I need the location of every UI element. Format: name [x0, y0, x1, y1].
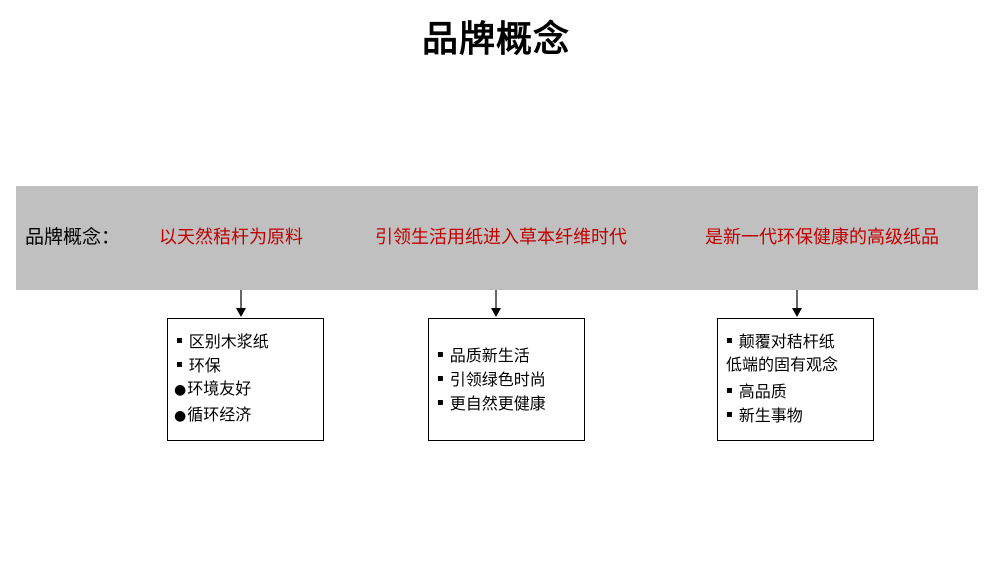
concept-band: 品牌概念： 以天然秸杆为原料 引领生活用纸进入草本纤维时代 是新一代环保健康的高…	[16, 186, 978, 290]
bullet-icon: ▪	[437, 373, 444, 384]
list-item-text: 区别木浆纸	[188, 332, 269, 351]
list-item-text: 循环经济	[187, 405, 252, 424]
list-item-text: 颠覆对秸杆纸	[738, 332, 835, 351]
concept-phrase-herbal-fiber-era: 引领生活用纸进入草本纤维时代	[375, 227, 627, 248]
list-item: ▪ 区别木浆纸	[176, 329, 269, 354]
bullet-icon: ▪	[726, 335, 733, 346]
detail-box-2: ▪ 品质新生活 ▪ 引领绿色时尚 ▪ 更自然更健康	[428, 318, 585, 441]
list-item: ▪ 新生事物	[726, 403, 803, 428]
list-item: ▪ 更自然更健康	[437, 391, 546, 416]
down-arrow-icon	[792, 290, 802, 317]
bullet-icon: ▪	[726, 385, 733, 396]
concept-phrase-raw-material: 以天然秸杆为原料	[159, 227, 303, 248]
bullet-icon: ●	[174, 408, 187, 424]
list-item-text: 新生事物	[738, 406, 803, 425]
list-item: ▪ 品质新生活	[437, 343, 530, 368]
list-item-text: 环境友好	[187, 379, 252, 398]
list-item: ▪ 颠覆对秸杆纸	[726, 329, 835, 354]
list-item: ●循环经济	[174, 403, 251, 428]
bullet-icon: ●	[174, 382, 187, 398]
slide-title: 品牌概念	[421, 18, 570, 60]
list-item: ●环境友好	[174, 377, 251, 402]
down-arrow-icon	[491, 290, 501, 317]
down-arrow-icon	[236, 290, 246, 317]
concept-phrase-premium-paper: 是新一代环保健康的高级纸品	[705, 227, 939, 248]
band-label: 品牌概念：	[25, 226, 121, 248]
list-item-text: 品质新生活	[449, 346, 530, 365]
bullet-icon: ▪	[176, 359, 183, 370]
list-item-text: 高品质	[738, 382, 787, 401]
list-item: ▪ 环保	[176, 353, 221, 378]
list-item-text: 低端的固有观念	[726, 355, 839, 374]
bullet-icon: ▪	[437, 349, 444, 360]
list-item-text: 环保	[188, 356, 221, 375]
list-item-text: 更自然更健康	[449, 394, 546, 413]
detail-box-3: ▪ 颠覆对秸杆纸 低端的固有观念 ▪ 高品质 ▪ 新生事物	[717, 318, 874, 441]
list-item: 低端的固有观念	[726, 353, 838, 377]
list-item-text: 引领绿色时尚	[449, 370, 546, 389]
bullet-icon: ▪	[176, 335, 183, 346]
detail-box-1: ▪ 区别木浆纸 ▪ 环保 ●环境友好 ●循环经济	[167, 318, 324, 441]
bullet-icon: ▪	[726, 409, 733, 420]
list-item: ▪ 引领绿色时尚	[437, 367, 546, 392]
bullet-icon: ▪	[437, 397, 444, 408]
list-item: ▪ 高品质	[726, 379, 787, 404]
